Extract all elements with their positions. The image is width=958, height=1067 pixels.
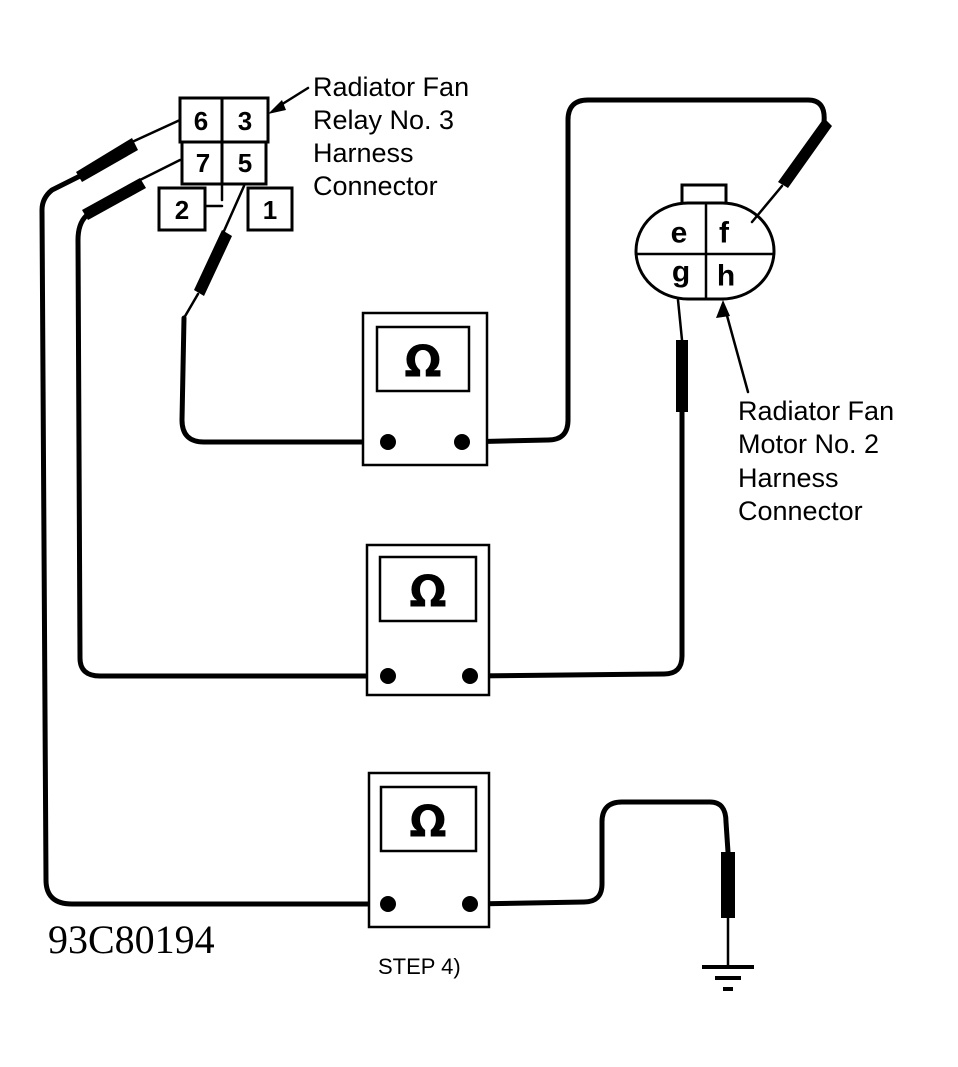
relay-callout-line-3: Harness	[313, 138, 414, 168]
motor-callout-line-4: Connector	[738, 496, 863, 526]
relay-pin-7: 7	[196, 148, 210, 178]
meter-display	[378, 555, 478, 623]
relay-pin-1-cell	[246, 186, 294, 232]
relay-pin-5: 5	[238, 148, 252, 178]
relay-callout-line-2: Relay No. 3	[313, 105, 454, 135]
step-label: STEP 4)	[378, 954, 461, 979]
ohm-icon: Ω	[409, 797, 446, 848]
meter-terminal-com	[380, 668, 396, 684]
motor-connector: e f g h	[634, 183, 776, 301]
ground-icon	[702, 965, 754, 991]
motor-callout-line-1: Radiator Fan	[738, 396, 894, 426]
relay-callout: Radiator Fan Relay No. 3 Harness Connect…	[313, 72, 469, 201]
motor-pin-g: g	[672, 256, 690, 289]
relay-callout-line-4: Connector	[313, 171, 438, 201]
motor-pin-e: e	[671, 217, 688, 250]
motor-callout-arrow	[716, 300, 750, 394]
ohmmeter-2: Ω	[365, 543, 491, 697]
ohmmeter-3: Ω	[367, 771, 491, 929]
meter-display	[379, 785, 478, 853]
motor-callout-line-3: Harness	[738, 463, 839, 493]
wire-meter2-left	[75, 158, 391, 679]
meter-terminal-com	[380, 434, 396, 450]
relay-pin-1: 1	[263, 195, 277, 225]
ohm-icon: Ω	[404, 337, 441, 388]
meter-terminal-com	[380, 896, 396, 912]
relay-pin-5-cell	[220, 140, 268, 186]
wire-meter3-right	[467, 799, 735, 968]
motor-callout: Radiator Fan Motor No. 2 Harness Connect…	[738, 396, 894, 526]
ohmmeter-1: Ω	[361, 311, 489, 467]
relay-pin-2: 2	[175, 195, 189, 225]
figure-id: 93C80194	[48, 917, 215, 962]
meter-display	[375, 325, 471, 393]
motor-pin-h: h	[717, 260, 735, 293]
relay-callout-line-1: Radiator Fan	[313, 72, 469, 102]
meter-terminal-v	[462, 668, 478, 684]
motor-callout-line-2: Motor No. 2	[738, 429, 879, 459]
relay-pin-7-cell	[180, 140, 224, 186]
ohm-icon: Ω	[409, 567, 446, 618]
meter-terminal-v	[454, 434, 470, 450]
meter-terminal-v	[462, 896, 478, 912]
motor-pin-f: f	[719, 217, 730, 250]
relay-pin-3: 3	[238, 106, 252, 136]
wire-meter3-left	[39, 118, 391, 907]
wire-meter1-left	[179, 184, 391, 445]
wire-meter2-right	[467, 298, 688, 679]
relay-callout-arrow	[268, 86, 310, 114]
wire-meter1-right	[459, 97, 832, 445]
relay-connector: 6 3 7 5 2 1	[157, 96, 294, 232]
relay-pin-2-cell	[157, 186, 207, 232]
relay-pin-6: 6	[194, 106, 208, 136]
